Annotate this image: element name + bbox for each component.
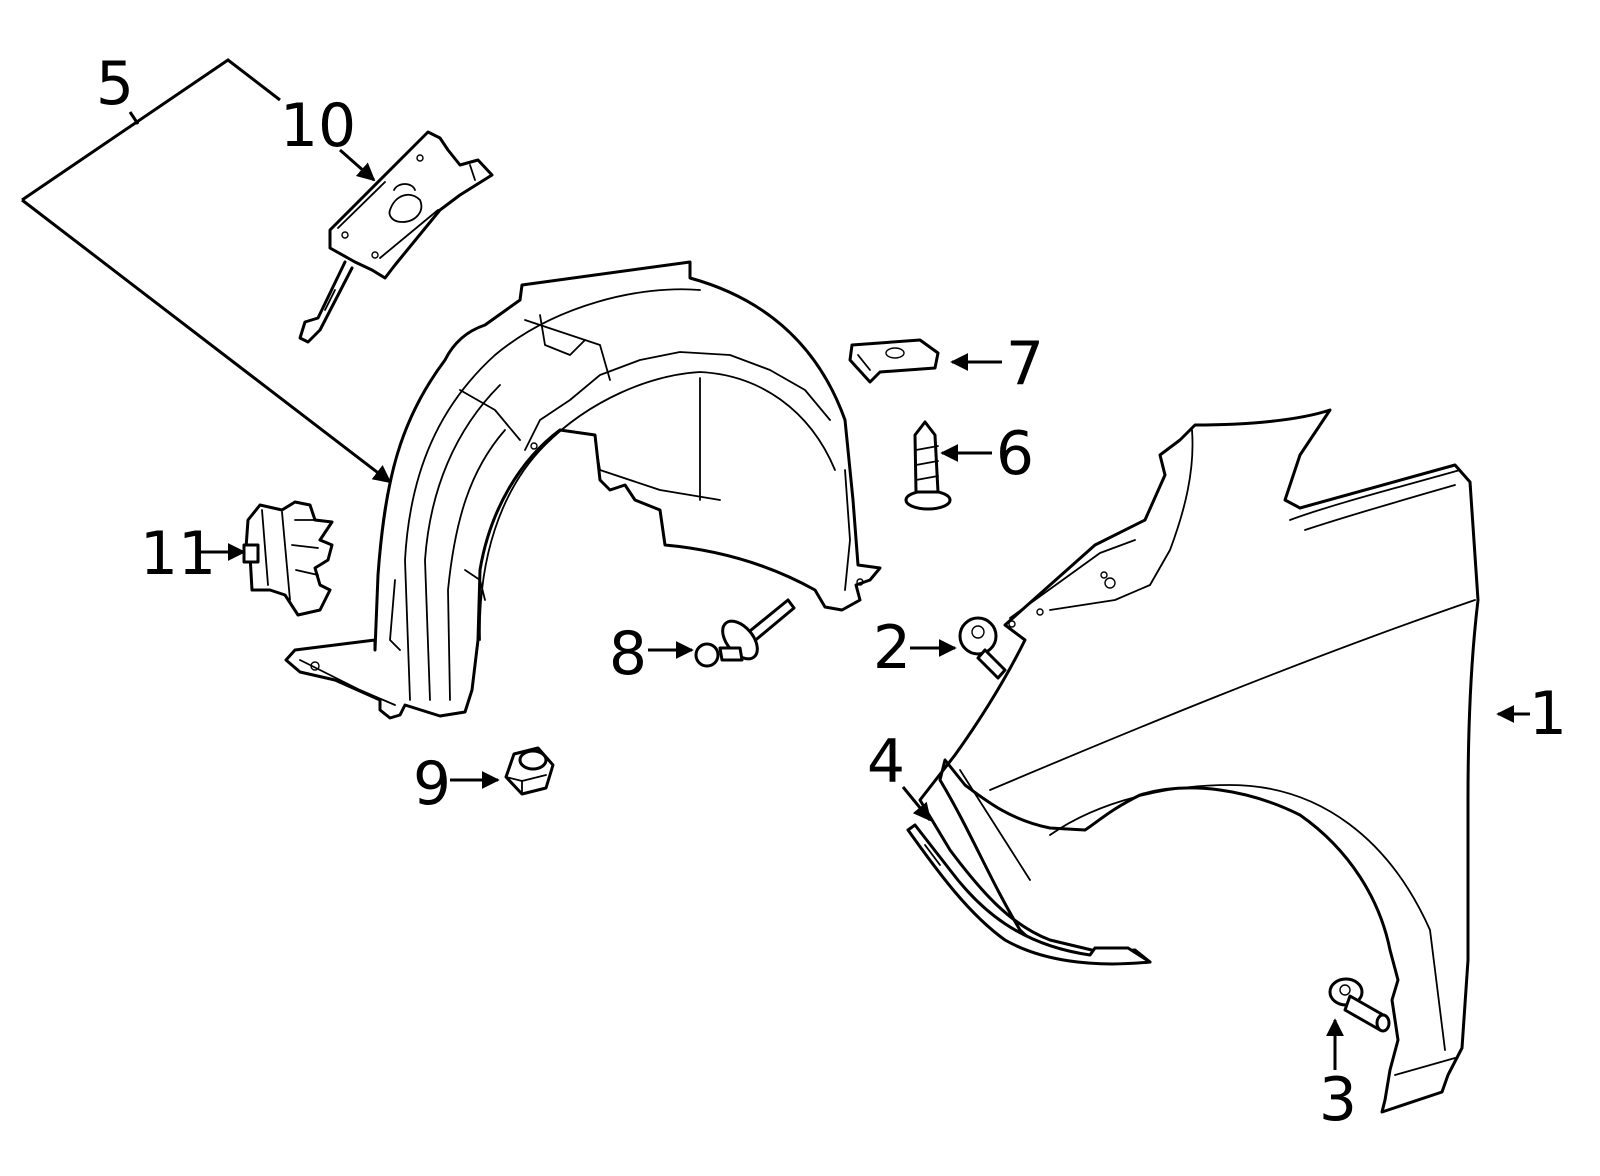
seal-strip-part: [906, 823, 1152, 966]
rivet-part: [694, 598, 796, 668]
callout-6: 6: [996, 419, 1034, 489]
leader-lines: [21, 58, 1530, 1070]
fender-part: [918, 408, 1480, 1114]
nut-part: [504, 746, 555, 796]
fender-liner-part: [284, 260, 882, 720]
callout-11: 11: [140, 519, 216, 589]
leader-5-liner: [21, 198, 392, 484]
bolt-3-part: [1328, 977, 1391, 1033]
bolt-part: [958, 616, 1007, 680]
push-pin-part: [904, 420, 952, 511]
clip-nut-part: [848, 338, 940, 384]
bracket-part: [298, 130, 494, 344]
leader-10: [339, 148, 376, 182]
callout-1: 1: [1529, 679, 1567, 749]
callout-labels: 1 2 3 4 5 6 7 8 9 10 11: [96, 49, 1567, 1135]
callout-10: 10: [280, 91, 356, 161]
leader-5-tick: [128, 111, 140, 125]
callout-8: 8: [609, 619, 647, 689]
callout-4: 4: [867, 727, 905, 797]
retainer-clip-part: [242, 500, 334, 617]
callout-9: 9: [413, 749, 451, 819]
callout-2: 2: [873, 613, 911, 683]
callout-3: 3: [1319, 1065, 1357, 1135]
leader-5-bracket: [21, 58, 281, 202]
callout-7: 7: [1006, 329, 1044, 399]
leader-4: [901, 786, 932, 822]
callout-5: 5: [96, 49, 134, 119]
